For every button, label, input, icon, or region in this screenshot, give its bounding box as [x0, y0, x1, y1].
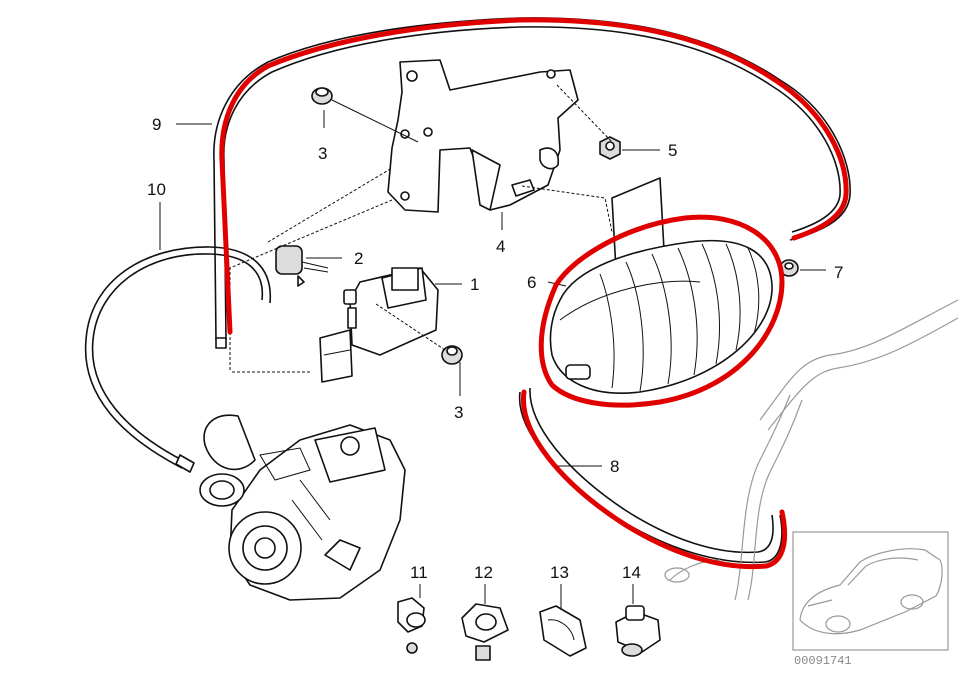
callout-3-top: 3 [318, 144, 327, 163]
callout-7: 7 [834, 263, 843, 282]
clip-12 [461, 603, 509, 661]
callout-14: 14 [622, 563, 641, 582]
hose-10 [84, 246, 272, 473]
callout-5: 5 [668, 141, 677, 160]
red-highlight-hose-8 [520, 389, 788, 570]
callout-8: 8 [610, 457, 619, 476]
pressure-converter-1 [319, 267, 439, 383]
callout-9: 9 [152, 115, 161, 134]
callout-13: 13 [550, 563, 569, 582]
callout-10: 10 [147, 180, 166, 199]
callout-11: 11 [410, 563, 428, 582]
clip-11 [397, 597, 426, 654]
vehicle-inset [792, 531, 949, 651]
callout-12: 12 [474, 563, 493, 582]
callout-2: 2 [354, 249, 363, 268]
grommet-3-top [311, 87, 333, 105]
nut-5 [599, 136, 621, 160]
callout-4: 4 [496, 237, 505, 256]
bracket-4 [387, 59, 579, 213]
clip-14 [615, 605, 661, 657]
clip-13 [539, 605, 587, 657]
turbocharger [199, 414, 406, 601]
grommet-3-bottom [441, 345, 463, 365]
callout-1: 1 [470, 275, 479, 294]
vacuum-reservoir-6 [549, 177, 773, 394]
red-highlight-hose-9 [219, 17, 849, 335]
hose-8 [518, 387, 783, 564]
callout-3-bottom: 3 [454, 403, 463, 422]
red-highlight-marks [219, 17, 849, 570]
diagram-reference-number: 00091741 [794, 654, 852, 668]
rubber-mount-2 [275, 245, 329, 287]
callout-labels: 9 10 3 2 1 3 4 5 6 7 8 11 12 13 14 00091… [147, 115, 852, 668]
red-highlight-reservoir [538, 214, 785, 408]
callout-6: 6 [527, 273, 536, 292]
leader-lines [159, 84, 826, 610]
